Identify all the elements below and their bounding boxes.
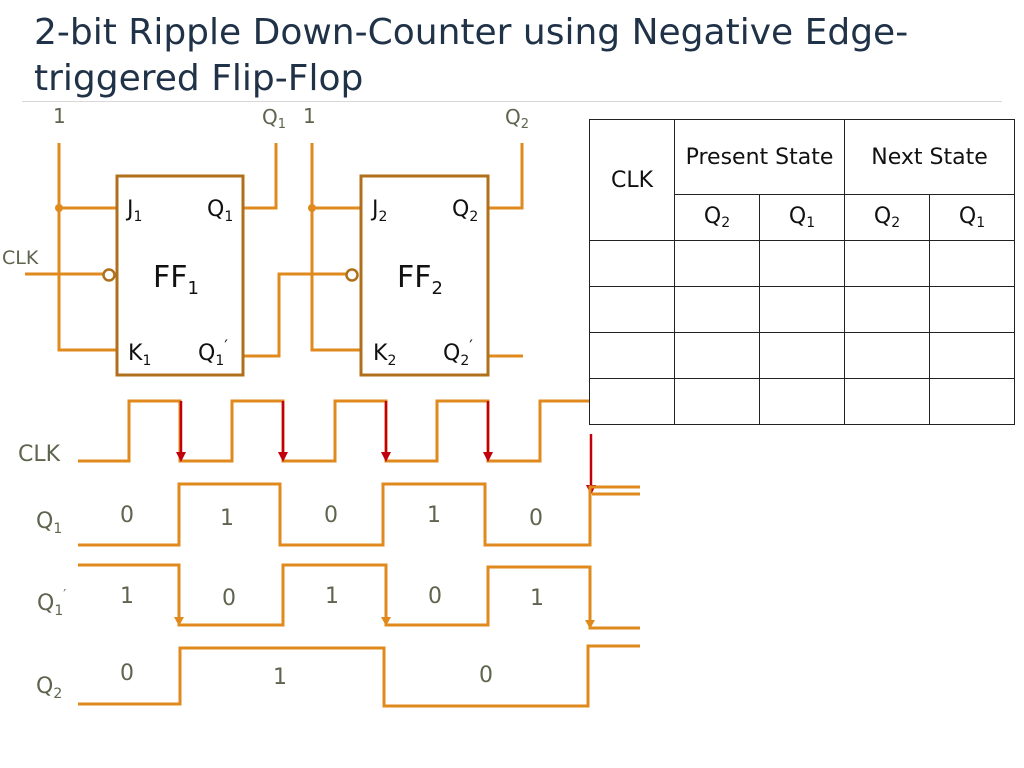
- q1-bar-value: 0: [428, 584, 442, 609]
- table-cell: [844, 332, 930, 379]
- q2-value: 0: [479, 663, 493, 688]
- ff2-k-label: K2: [373, 341, 396, 369]
- timing-label-clk: CLK: [18, 442, 61, 467]
- ff2-name-label: FF2: [397, 260, 443, 299]
- output-label-q2: Q2: [505, 105, 529, 132]
- arrow-down-icon: [278, 452, 288, 462]
- junction-dot: [308, 204, 316, 212]
- table-cell: [844, 240, 930, 287]
- ff1-q-label: Q1: [207, 197, 233, 225]
- ff2-q-wire: [488, 143, 524, 210]
- ff2-q-label: Q2: [452, 197, 478, 225]
- table-cell: [844, 378, 930, 425]
- q2-value: 1: [273, 665, 287, 690]
- q1-bar-value: 1: [325, 584, 339, 609]
- table-cell: [929, 378, 1015, 425]
- subheader-present-q2: Q2: [674, 194, 760, 241]
- table-row: [589, 378, 1015, 425]
- table-cell: [674, 240, 760, 287]
- ff1-high-wire: [57, 143, 117, 352]
- output-label-q1: Q1: [262, 105, 286, 132]
- table-cell: [929, 240, 1015, 287]
- timing-label-q1-bar: Q1′: [37, 588, 66, 619]
- ff2-clock-bubble: [345, 268, 359, 282]
- circuit-diagram: 1 Q1 1 Q2 CLK J1 Q1 FF1 K1 Q1′ J2 Q2 FF2…: [2, 104, 529, 377]
- subheader-next-q2: Q2: [844, 194, 930, 241]
- q1-bar-value: 1: [120, 584, 134, 609]
- arrow-down-icon: [174, 617, 184, 626]
- q1-value: 0: [324, 503, 338, 528]
- table-cell: [759, 240, 845, 287]
- table-row: [589, 286, 1015, 333]
- subheader-present-q1: Q1: [759, 194, 845, 241]
- header-present-state: Present State: [674, 119, 845, 195]
- table-cell: [759, 286, 845, 333]
- falling-edge-arrows: [176, 401, 596, 495]
- q1-waveform: [78, 482, 640, 547]
- timing-label-q1: Q1: [36, 509, 62, 537]
- flip-flop-1: [115, 174, 245, 377]
- q1-value: 0: [529, 506, 543, 531]
- ff1-q-wire: [243, 143, 278, 210]
- table-cell: [759, 378, 845, 425]
- header-next-state: Next State: [844, 119, 1015, 195]
- ff2-j-label: J2: [370, 197, 387, 225]
- slide-title: 2-bit Ripple Down-Counter using Negative…: [34, 12, 909, 99]
- q2-waveform: [78, 644, 640, 708]
- arrow-down-icon: [483, 452, 493, 462]
- ff1-clock-bubble: [102, 268, 116, 282]
- state-table: CLK Present State Next State Q2 Q1 Q2 Q1: [589, 119, 1015, 425]
- ff1-qbar-to-ff2-clk-wire: [243, 272, 347, 358]
- table-cell: [674, 378, 760, 425]
- table-cell: [589, 240, 675, 287]
- table-cell: [674, 286, 760, 333]
- q1-value: 1: [427, 503, 441, 528]
- ff1-name-label: FF1: [153, 260, 199, 299]
- high-input-label-2: 1: [303, 104, 316, 128]
- q1-bar-value: 0: [222, 586, 236, 611]
- title-divider: [22, 101, 1002, 102]
- q1-value: 0: [120, 503, 134, 528]
- junction-dot: [55, 204, 63, 212]
- table-cell: [589, 378, 675, 425]
- q1-value: 1: [220, 506, 234, 531]
- arrow-down-icon: [381, 452, 391, 462]
- q1-bar-value: 1: [530, 586, 544, 611]
- table-cell: [929, 286, 1015, 333]
- timing-diagram: CLK Q1 Q1′ Q2 0 1 0 1 0 1 0 1 0 1: [18, 399, 640, 708]
- table-row: [589, 332, 1015, 379]
- arrow-down-icon: [381, 617, 391, 626]
- q2-value: 0: [120, 661, 134, 686]
- header-clk: CLK: [589, 119, 675, 241]
- table-row: [589, 240, 1015, 287]
- arrow-down-icon: [585, 620, 595, 629]
- arrow-down-icon: [176, 452, 186, 462]
- table-cell: [844, 286, 930, 333]
- q1-bar-waveform: [78, 563, 640, 630]
- table-cell: [589, 332, 675, 379]
- ff2-qbar-label: Q2′: [443, 336, 473, 369]
- high-input-label-1: 1: [53, 104, 66, 128]
- clk-waveform: [78, 399, 590, 463]
- table-cell: [589, 286, 675, 333]
- timing-label-q2: Q2: [36, 674, 62, 702]
- table-cell: [759, 332, 845, 379]
- subheader-next-q1: Q1: [929, 194, 1015, 241]
- table-cell: [929, 332, 1015, 379]
- clk-input-label: CLK: [2, 247, 39, 269]
- ff1-k-label: K1: [128, 341, 151, 369]
- ff1-qbar-label: Q1′: [198, 336, 228, 369]
- ff2-high-wire: [310, 143, 361, 352]
- flip-flop-2: [359, 174, 490, 377]
- table-cell: [674, 332, 760, 379]
- ff1-j-label: J1: [125, 197, 142, 225]
